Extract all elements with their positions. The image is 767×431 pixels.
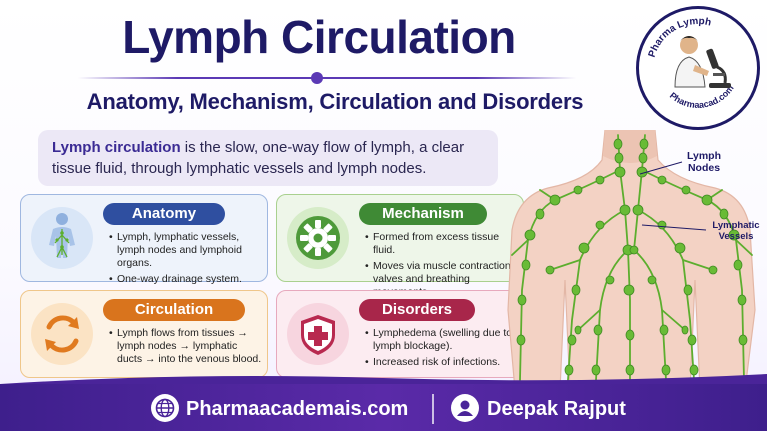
website-link[interactable]: Pharmaacademais.com: [186, 398, 409, 420]
gear-icon: [296, 216, 340, 260]
anatomy-icon-circle: [31, 207, 93, 269]
globe-icon: [151, 394, 179, 422]
circulation-title-pill: Circulation: [103, 299, 245, 321]
mechanism-bullet: Formed from excess tissue fluid.: [365, 231, 519, 257]
logo-top-text: Pharma Lymph: [647, 16, 712, 59]
intro-lead: Lymph circulation: [52, 139, 181, 156]
body-lymph-icon: [49, 213, 75, 258]
title-divider-dot: [311, 72, 323, 84]
mechanism-title-pill: Mechanism: [359, 203, 487, 225]
title-divider: [78, 77, 576, 79]
disorders-bullet: Increased risk of infections.: [365, 356, 519, 369]
disorders-bullets: Lymphedema (swelling due to lymph blocka…: [365, 327, 519, 372]
lymph-nodes-label: Lymph Nodes: [686, 150, 722, 174]
footer-divider: [432, 394, 434, 424]
circulation-bullets: Lymph flows from tissues → lymph nodes →…: [109, 327, 263, 369]
intro-definition-box: Lymph circulation is the slow, one-way f…: [38, 130, 498, 186]
disorders-bullet: Lymphedema (swelling due to lymph blocka…: [365, 327, 519, 353]
anatomy-bullets: Lymph, lymphatic vessels, lymph nodes an…: [109, 231, 263, 289]
intro-text: is the slow, one-way flow of lymph, a cl…: [52, 139, 465, 177]
footer-bar: [0, 384, 767, 431]
page-title: Lymph Circulation: [122, 11, 516, 63]
disorders-icon-circle: [287, 303, 349, 365]
page-subtitle: Anatomy, Mechanism, Circulation and Diso…: [86, 89, 584, 114]
anatomy-bullet: Lymph, lymphatic vessels, lymph nodes an…: [109, 231, 263, 270]
author-name: Deepak Rajput: [487, 398, 626, 420]
brand-logo: Pharma Lymph Pharmaacad.com: [636, 6, 760, 130]
medical-shield-icon: [301, 315, 335, 355]
lymph-nodes: [516, 138, 748, 376]
anatomy-bullet: One-way drainage system.: [109, 273, 263, 286]
microscope-scientist-icon: Pharma Lymph Pharmaacad.com: [647, 16, 736, 110]
disorders-title-pill: Disorders: [359, 299, 475, 321]
disorders-card: Disorders Lymphedema (swelling due to ly…: [276, 290, 524, 378]
circulation-card: Circulation Lymph flows from tissues → l…: [20, 290, 268, 378]
user-icon: [451, 394, 479, 422]
mechanism-card: Mechanism Formed from excess tissue flui…: [276, 194, 524, 298]
circulation-icon-circle: [31, 303, 93, 365]
circulation-bullet: Lymph flows from tissues → lymph nodes →…: [109, 327, 263, 366]
lymphatic-system-illustration: [507, 130, 756, 390]
mechanism-icon-circle: [287, 207, 349, 269]
anatomy-card: Anatomy Lymph, lymphatic vessels, lymph …: [20, 194, 268, 286]
lymphatic-vessels-label: Lymphatic Vessels: [712, 220, 760, 242]
cycle-arrows-icon: [45, 315, 79, 353]
anatomy-title-pill: Anatomy: [103, 203, 225, 225]
